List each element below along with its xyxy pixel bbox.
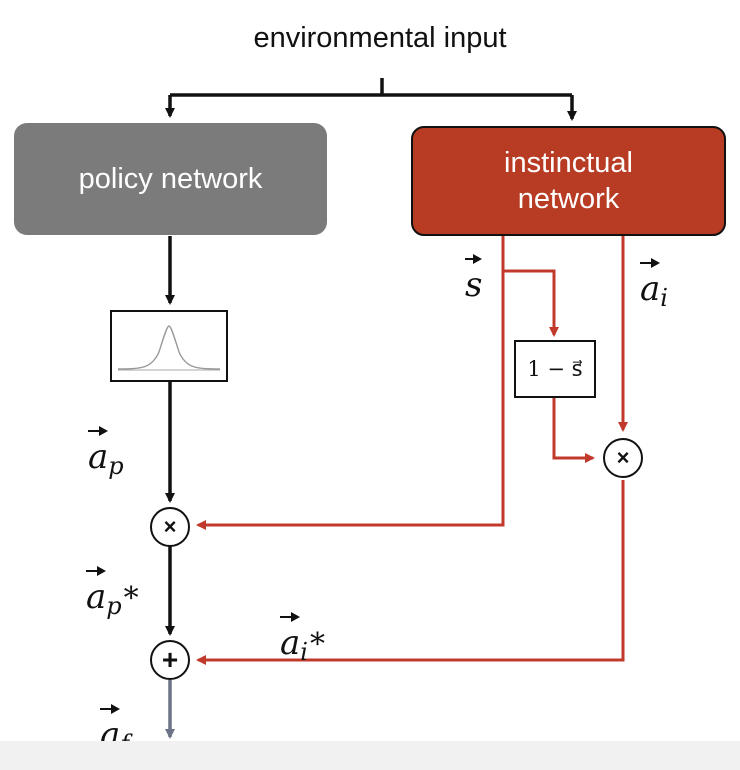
instinct-path-lines	[196, 236, 628, 665]
policy-network-box: policy network	[14, 123, 327, 235]
var-a-p: ap	[88, 426, 124, 478]
instinct-multiply-node: ×	[603, 438, 643, 478]
one-minus-s-box: 1 − s⃗	[514, 340, 596, 398]
input-split-lines	[165, 78, 577, 121]
var-a-p-star: ap*	[86, 566, 139, 618]
var-a-i: ai	[640, 258, 668, 310]
sum-node: +	[150, 640, 190, 680]
instinctual-network-box: instinctual network	[411, 126, 726, 236]
bottom-strip	[0, 741, 740, 770]
gaussian-distribution-icon	[110, 310, 228, 382]
var-s: s	[465, 254, 483, 302]
var-a-i-star: ai*	[280, 612, 325, 664]
environmental-input-label: environmental input	[253, 22, 507, 54]
policy-multiply-node: ×	[150, 507, 190, 547]
